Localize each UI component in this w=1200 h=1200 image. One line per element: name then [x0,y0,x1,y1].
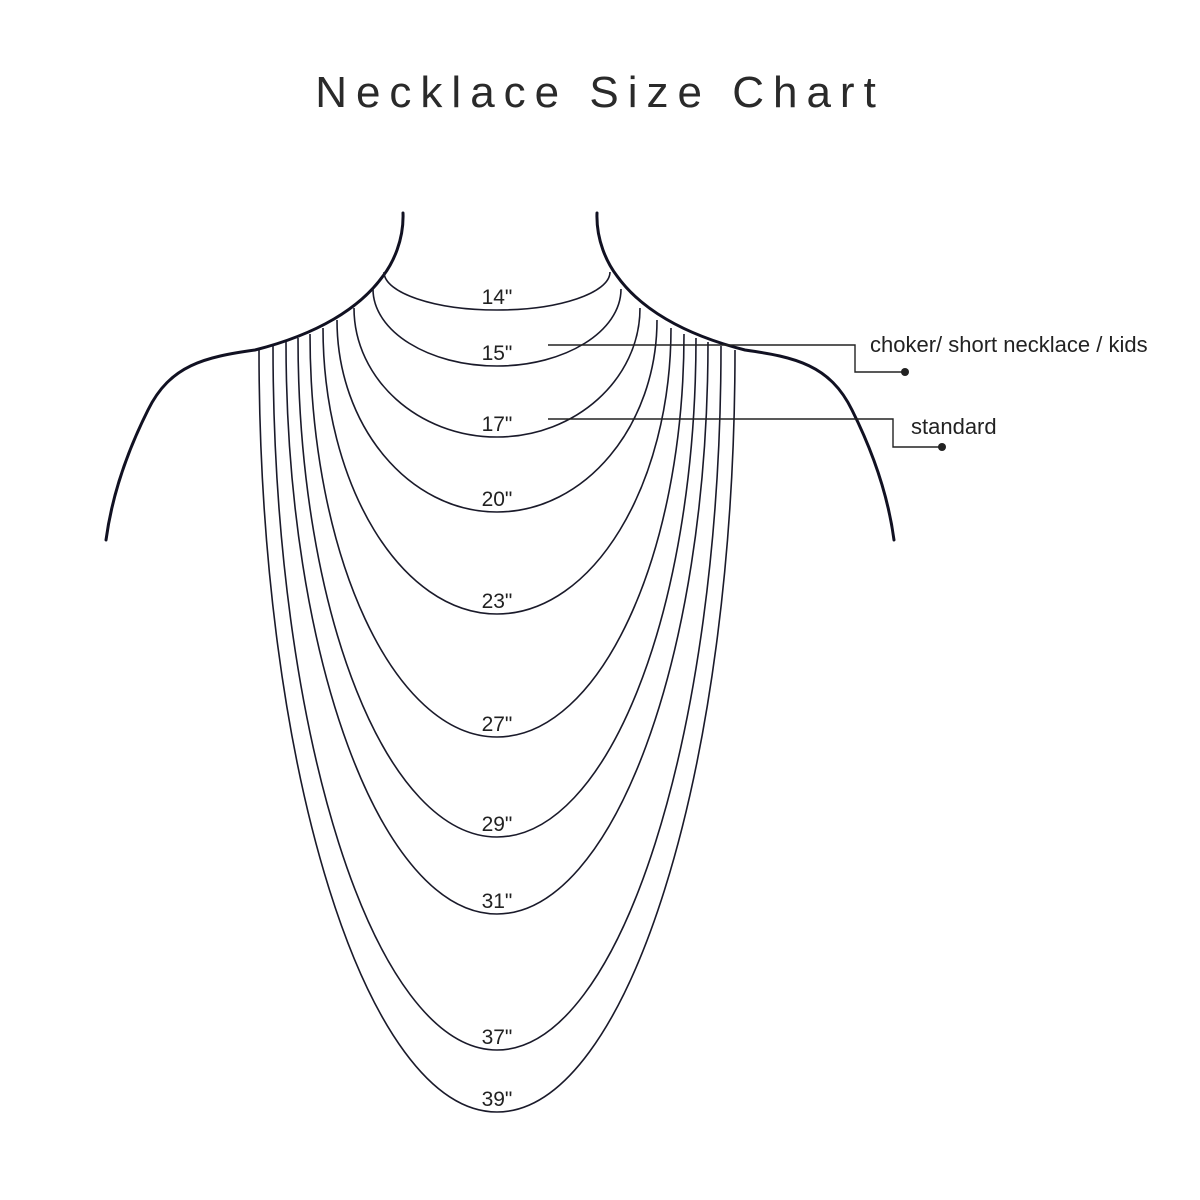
body-silhouette [104,211,896,542]
chain-17-inch [353,307,641,438]
size-label-15: 15" [482,342,513,365]
size-label-20: 20" [482,488,513,511]
size-label-27: 27" [482,713,513,736]
chain-20-inch [336,319,658,513]
size-label-29: 29" [482,813,513,836]
callout-standard: standard [548,414,997,451]
callout-dot [901,368,909,376]
size-label-37: 37" [482,1026,513,1049]
neck-left-outline [104,211,405,542]
chain-23-inch [322,327,672,615]
chain-37-inch [272,345,722,1051]
callout-leader-line [548,344,905,373]
chain-29-inch [297,337,697,838]
chain-39-inch [258,349,736,1113]
page-title: Necklace Size Chart [315,68,885,117]
callouts: choker/ short necklace / kids standard [548,332,1148,451]
size-label-14: 14" [482,286,513,309]
size-label-17: 17" [482,413,513,436]
size-label-23: 23" [482,590,513,613]
size-labels: 14" 15" 17" 20" 23" 27" 29" 31" 37" 39" [482,286,513,1111]
chain-14-inch [383,271,611,311]
chain-31-inch [285,341,709,915]
callout-choker: choker/ short necklace / kids [548,332,1148,376]
callout-label: standard [911,414,997,439]
callout-label: choker/ short necklace / kids [870,332,1148,357]
callout-dot [938,443,946,451]
chain-27-inch [309,333,685,738]
size-label-31: 31" [482,890,513,913]
size-label-39: 39" [482,1088,513,1111]
necklace-chains [258,271,736,1113]
neck-right-outline [595,211,896,542]
callout-leader-line [548,418,942,448]
chain-15-inch [372,288,622,367]
